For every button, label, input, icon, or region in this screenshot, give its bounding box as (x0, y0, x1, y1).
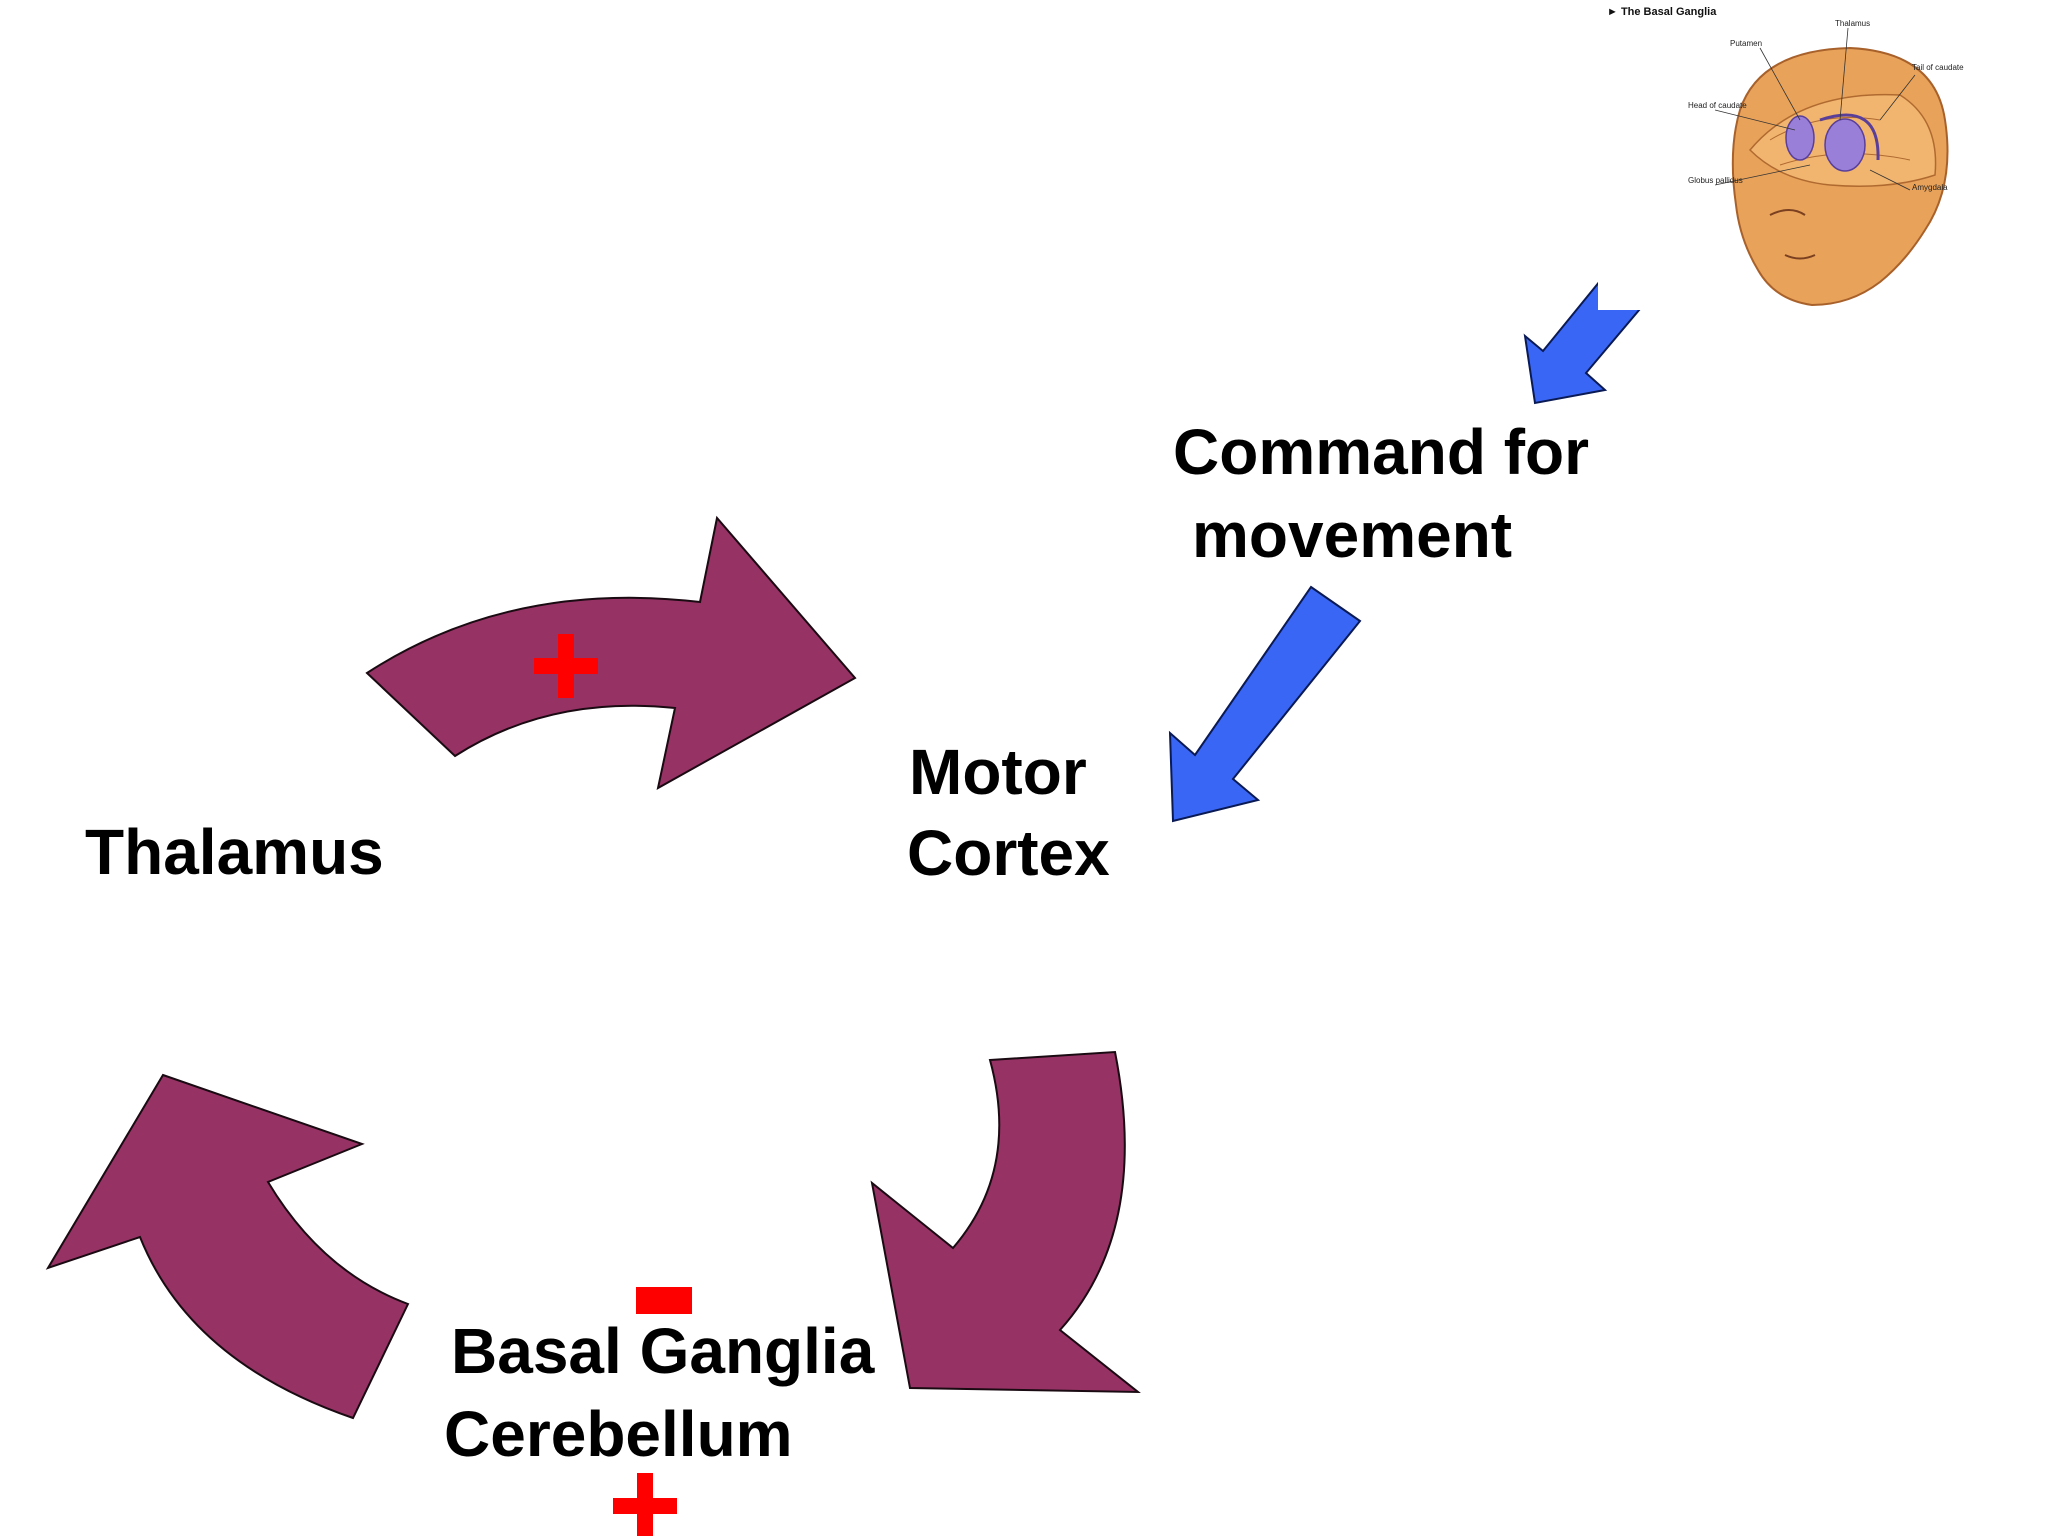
command-label-line1: Command for (1173, 416, 1589, 488)
brain-image-title: ► The Basal Ganglia (1607, 6, 1717, 18)
brain-label-globus-pallidus: Globus pallidus (1688, 176, 1743, 185)
brain-label-thalamus: Thalamus (1835, 19, 1870, 28)
thalamus-label: Thalamus (85, 816, 384, 888)
arrow-basal-ganglia-to-thalamus (45, 1073, 410, 1420)
plus-sign-thalamus-cortex (534, 634, 598, 698)
brain-illustration: ► The Basal Ganglia Putamen Thalamus Tai… (1598, 0, 1998, 310)
brain-label-amygdala: Amygdala (1912, 183, 1948, 192)
basal-ganglia-label: Basal Ganglia (451, 1315, 875, 1387)
arrow-thalamus-to-cortex (365, 515, 857, 790)
command-label-line2: movement (1192, 499, 1513, 571)
brain-label-tail-of-caudate: Tail of caudate (1912, 63, 1964, 72)
motor-cortex-label-line1: Motor (909, 736, 1087, 808)
plus-sign-cerebellum (613, 1473, 677, 1536)
arrow-cortex-to-basal-ganglia (870, 1050, 1141, 1394)
minus-sign-basal-ganglia (636, 1287, 692, 1314)
brain-label-putamen: Putamen (1730, 39, 1762, 48)
brain-label-head-of-caudate: Head of caudate (1688, 101, 1747, 110)
cerebellum-label: Cerebellum (444, 1398, 793, 1470)
arrow-command-to-cortex (1168, 585, 1362, 823)
motor-cortex-label-line2: Cortex (907, 817, 1110, 889)
